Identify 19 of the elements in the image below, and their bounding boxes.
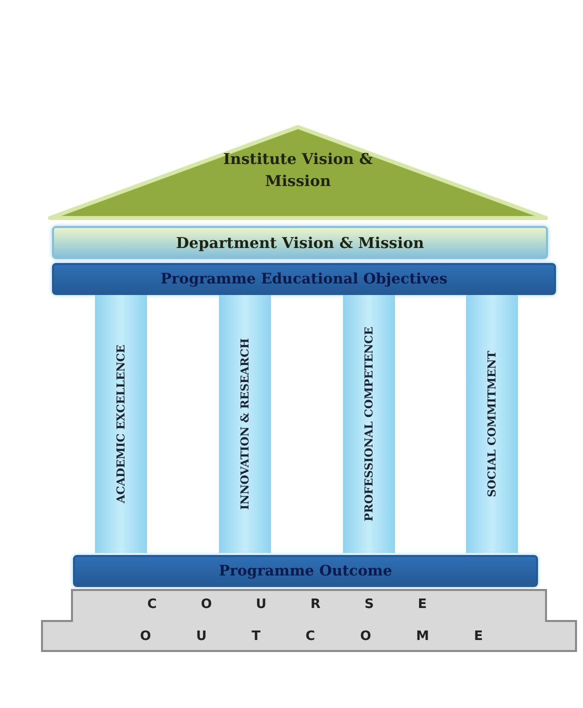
pillar [95, 295, 147, 553]
pillar [343, 295, 395, 553]
roof-triangle [48, 125, 548, 220]
pillar [219, 295, 271, 553]
band-label: Programme Outcome [218, 562, 394, 580]
band-label: Programme Educational Objectives [160, 270, 448, 288]
base-label: OUTCOME [139, 629, 529, 644]
pillar [466, 295, 518, 553]
pillar-label: SOCIAL COMMITMENT [486, 350, 498, 498]
pillar-label: INNOVATION & RESEARCH [238, 338, 252, 510]
department-band [52, 226, 548, 259]
base-steps [40, 589, 578, 653]
roof-title: Institute Vision & Mission [222, 149, 374, 192]
outcome-band [73, 555, 538, 587]
band-label: Department Vision & Mission [175, 234, 425, 252]
objectives-band [52, 263, 556, 295]
pillar-label: ACADEMIC EXCELLENCE [114, 344, 128, 504]
base-label: COURSE [146, 597, 472, 612]
pillar-label: PROFESSIONAL COMPETENCE [362, 326, 376, 522]
